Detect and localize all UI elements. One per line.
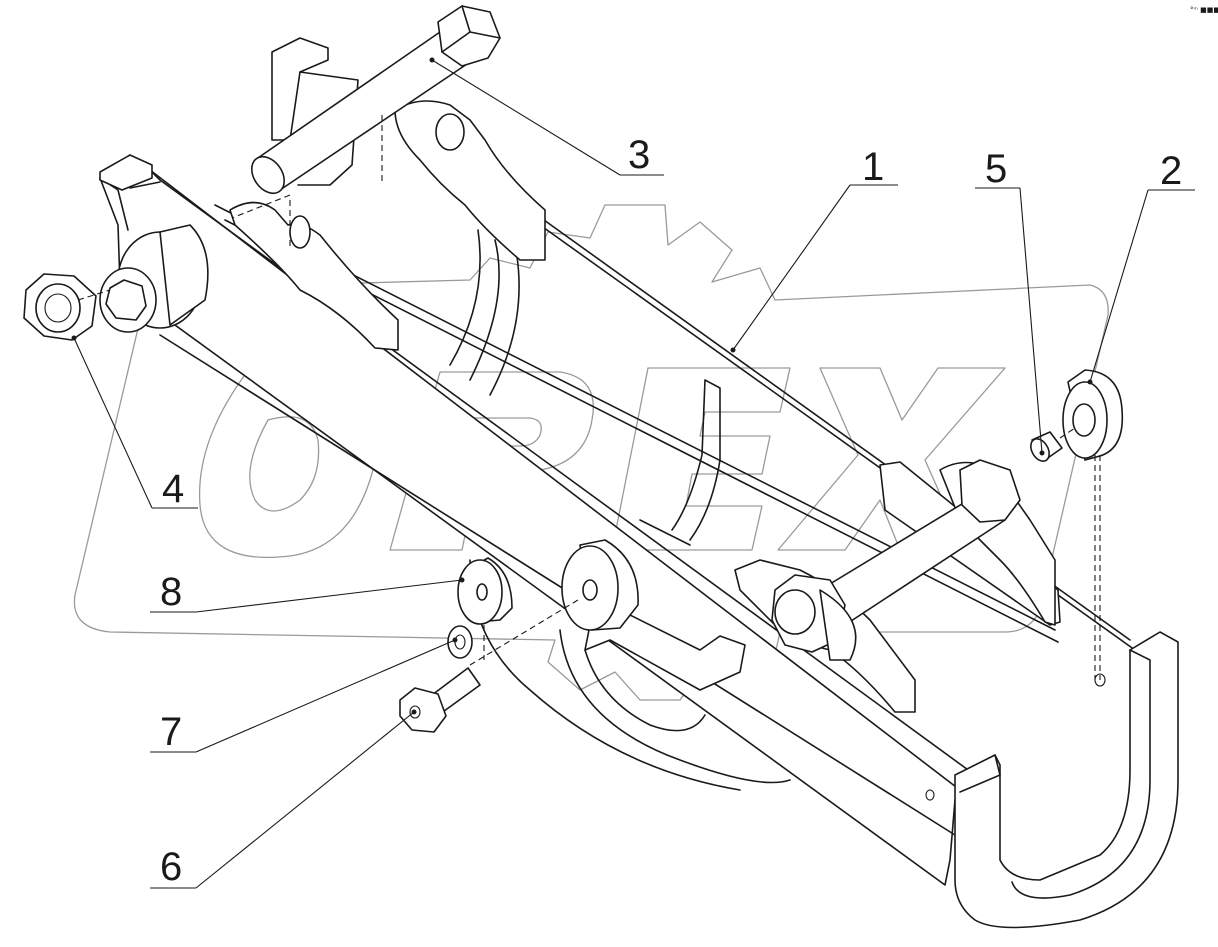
part-6-bolt-head — [399, 687, 447, 733]
right-pin-assembly — [771, 459, 1021, 661]
callout-3: 3 — [628, 133, 650, 177]
callout-6: 6 — [160, 845, 182, 889]
callout-8: 8 — [160, 570, 182, 614]
frame-hole — [925, 789, 935, 801]
curved-tine-upper — [449, 229, 520, 396]
callout-7: 7 — [160, 710, 182, 754]
watermark-letter-e — [611, 367, 791, 551]
nut-bore — [35, 283, 81, 333]
callout-5: 5 — [985, 147, 1007, 191]
part-5-screw — [1030, 427, 1076, 462]
plate-left-hole — [289, 215, 311, 249]
callout-labels: 1 2 3 4 5 6 7 8 — [160, 133, 1182, 889]
left-bushing-assembly — [23, 224, 209, 341]
curved-tine-middle — [671, 379, 721, 541]
right-hex-nut — [959, 459, 1021, 523]
part-7-lock-washer — [447, 625, 473, 659]
plate-upper-hole — [435, 113, 465, 151]
callout-1: 1 — [862, 145, 884, 189]
fastener-stack — [399, 539, 639, 733]
corner-mark: °ᵐ ■■■ — [1190, 6, 1218, 14]
eye-plate-hole — [1072, 403, 1096, 437]
u-bracket-right — [954, 631, 1179, 929]
hex-bolt-head-left — [105, 279, 147, 321]
part-2-eye-plate — [1062, 369, 1124, 680]
pin-head-hex — [437, 5, 501, 67]
callout-2: 2 — [1160, 149, 1182, 193]
front-rail — [99, 169, 961, 886]
callout-leaders — [71, 57, 1195, 889]
callout-4: 4 — [162, 467, 184, 511]
mount-plate-left — [229, 201, 399, 351]
mount-plate-upper — [394, 100, 546, 261]
part-3-pin — [250, 5, 501, 195]
